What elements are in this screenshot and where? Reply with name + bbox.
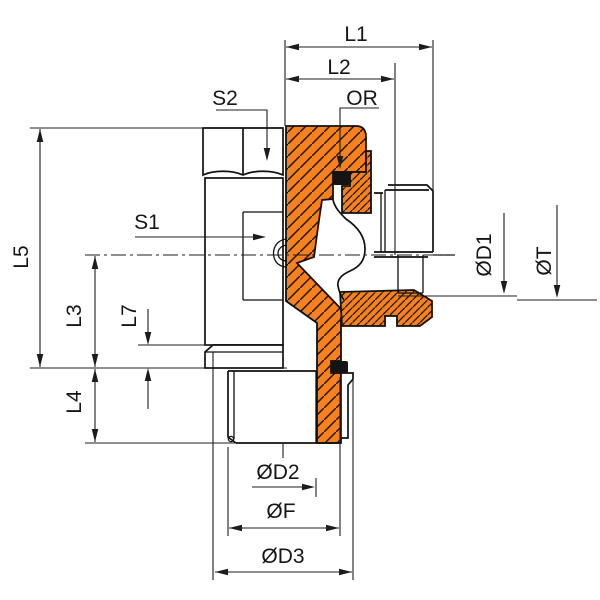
dimension-labels: L1 L2 OR S2 S1 L5 L3 L7 L4 ØD2 ØF ØD3 ØD… — [10, 23, 556, 568]
thread-runout-detail — [227, 435, 235, 443]
label-s1: S1 — [134, 211, 160, 234]
dimension-lines — [30, 40, 597, 580]
step-collar — [204, 344, 284, 369]
socket-detail — [242, 211, 283, 301]
tube-end-detail — [272, 238, 288, 268]
right-stud-outline — [374, 184, 434, 258]
cavity-contour — [332, 199, 366, 301]
section-body — [285, 125, 433, 444]
lower-flange-section — [339, 289, 433, 327]
label-l7: L7 — [118, 304, 141, 327]
o-ring-upper — [333, 171, 350, 185]
label-s2: S2 — [212, 87, 238, 110]
label-or: OR — [346, 87, 378, 110]
label-l4: L4 — [63, 390, 86, 414]
label-t: ØT — [533, 246, 556, 275]
white-parts — [202, 127, 455, 444]
label-l2: L2 — [327, 56, 350, 79]
right-stud-detail — [380, 190, 455, 294]
lower-stud-step — [340, 372, 354, 439]
label-d2: ØD2 — [256, 461, 299, 484]
bottom-stud-thread-lines — [233, 371, 317, 443]
label-l5: L5 — [10, 245, 33, 268]
label-l3: L3 — [63, 304, 86, 327]
port-body — [204, 177, 284, 346]
label-d3: ØD3 — [261, 545, 304, 568]
upper-flange-section — [341, 150, 372, 214]
label-l1: L1 — [344, 23, 367, 46]
label-d1: ØD1 — [473, 233, 496, 276]
o-ring-lower — [331, 361, 348, 373]
label-f: ØF — [266, 500, 295, 523]
